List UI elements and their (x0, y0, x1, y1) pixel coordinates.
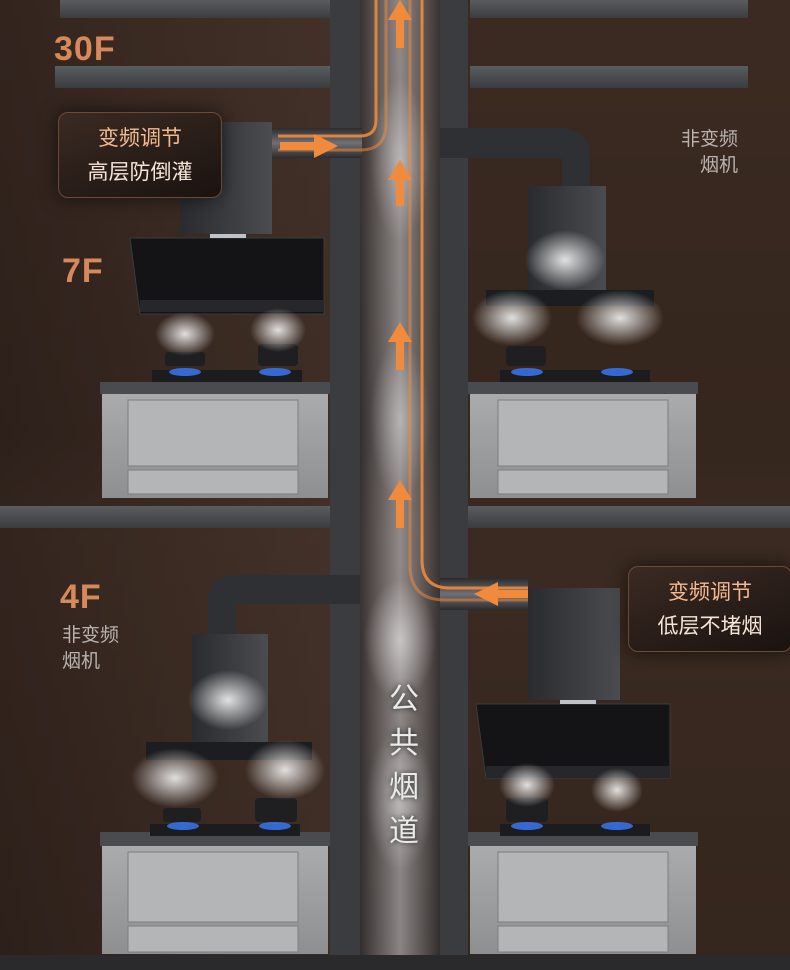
slab-top-left (60, 0, 330, 18)
slab-bottom (0, 955, 790, 970)
slab-30f-right (470, 66, 748, 88)
public-flue-char-4: 道 (389, 814, 419, 849)
airflow-arrows (280, 0, 528, 606)
public-flue-char-3: 烟 (389, 770, 419, 805)
slab-30f-left (55, 66, 330, 88)
callout-top-inverter: 变频调节 高层防倒灌 (58, 112, 222, 198)
cabinet-7f-left (100, 382, 330, 498)
slab-top-right (470, 0, 748, 18)
non-inverter-label-bottom-left: 非变频 烟机 (62, 622, 119, 674)
stove-7f-right (500, 346, 650, 382)
duct-4f-left (208, 575, 360, 634)
non-inverter-bottom-line2: 烟机 (62, 650, 101, 672)
public-flue-char-1: 公 (389, 682, 419, 717)
floor-label-7f: 7F (62, 252, 104, 290)
duct-7f-right (440, 128, 590, 186)
callout-bottom-line2: 低层不堵烟 (657, 614, 763, 638)
non-inverter-top-line1: 非变频 (681, 128, 739, 150)
floor-label-30f: 30F (54, 30, 116, 68)
cabinet-4f-right (468, 832, 698, 954)
callout-bottom-inverter: 变频调节 低层不堵烟 (628, 566, 790, 652)
non-inverter-bottom-line1: 非变频 (62, 624, 120, 646)
cabinet-4f-left (100, 832, 330, 954)
inverter-hood-7f-left (129, 122, 325, 315)
stove-4f-left (150, 798, 300, 836)
callout-top-line2: 高层防倒灌 (87, 160, 193, 184)
callout-top-line1: 变频调节 (98, 126, 182, 150)
public-flue-char-2: 共 (389, 726, 419, 761)
non-inverter-top-line2: 烟机 (700, 154, 739, 176)
shaft-wall-right (440, 0, 468, 970)
inverter-airflow-path (278, 0, 528, 602)
public-flue-label: 公 共 烟 道 (384, 678, 424, 854)
cabinet-7f-right (468, 382, 698, 498)
non-inverter-label-top-right: 非变频 烟机 (680, 126, 738, 178)
callout-bottom-line1: 变频调节 (668, 580, 752, 604)
slab-mid-right (468, 506, 790, 528)
shaft-wall-left (330, 0, 360, 970)
floor-label-4f: 4F (60, 578, 102, 616)
slab-mid-left (0, 506, 330, 528)
